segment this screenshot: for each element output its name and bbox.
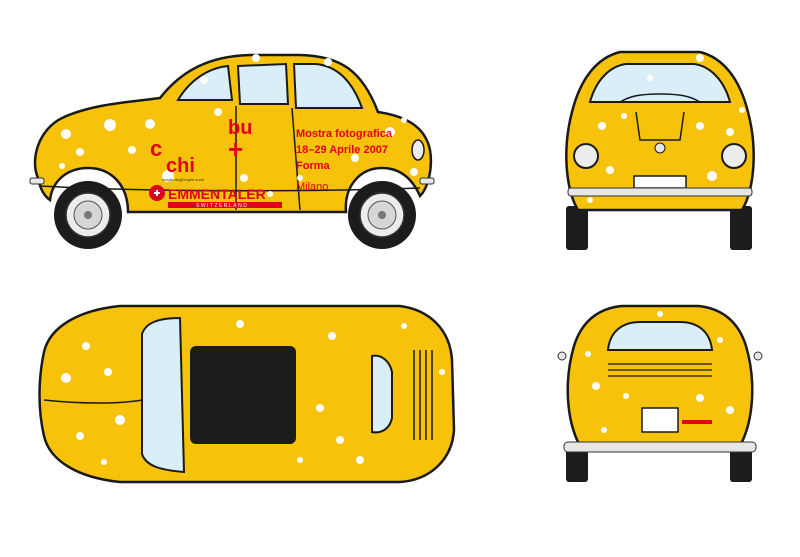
logo-chi: chi	[166, 155, 195, 177]
event-city: Milano	[296, 181, 328, 193]
side-door-window	[236, 62, 290, 105]
sponsor-name: EMMENTALER	[168, 186, 266, 202]
top-spots	[61, 320, 445, 465]
front-windshield	[588, 63, 732, 103]
logo-c: c	[150, 136, 162, 161]
front-spots	[587, 54, 745, 203]
sponsor-sub: SWITZERLAND	[196, 203, 248, 209]
rear-window	[606, 321, 714, 351]
sunroof	[190, 346, 296, 444]
rear-wheel	[54, 181, 122, 249]
side-front-window	[292, 63, 364, 109]
front-wheel	[348, 181, 416, 249]
front-view	[565, 50, 755, 250]
top-rear-window	[371, 354, 393, 434]
logo-bu: bu	[228, 117, 252, 139]
rear-view	[557, 304, 763, 482]
logo-plus: +	[228, 134, 243, 164]
side-spots	[59, 54, 418, 197]
side-view: c chi bu + meglio degli ingeri sunti EMM…	[29, 53, 435, 249]
top-view	[38, 304, 456, 484]
event-dates: 18–29 Aprile 2007	[296, 144, 388, 156]
sponsor-logo: EMMENTALER SWITZERLAND	[149, 185, 282, 209]
logo-tagline: meglio degli ingeri sunti	[162, 177, 204, 182]
event-venue: Forma	[296, 160, 331, 172]
rear-spots	[585, 311, 734, 433]
top-windshield	[141, 316, 186, 474]
event-title: Mostra fotografica	[296, 128, 393, 140]
